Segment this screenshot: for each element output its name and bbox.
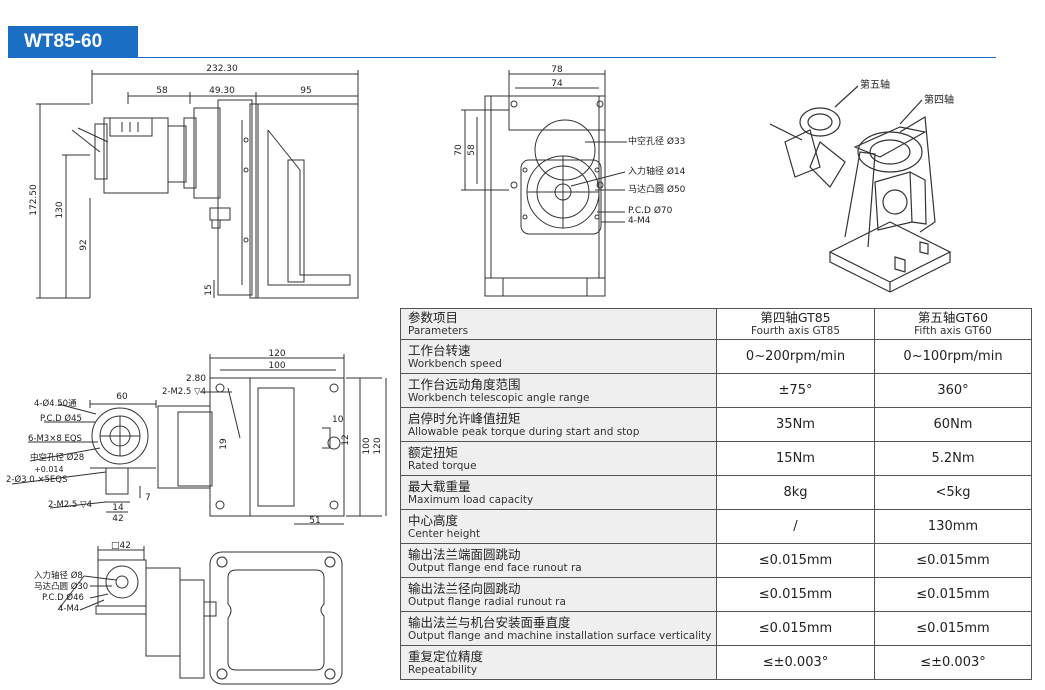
dim-height-100: 100 <box>362 437 372 454</box>
label-m3-eqs: 6-M3×8 EQS <box>28 434 82 444</box>
dim-7: 7 <box>145 493 151 503</box>
dim-10: 10 <box>332 415 344 425</box>
label-4m4: 4-M4 <box>628 216 651 226</box>
value-fourth-axis: ±75° <box>716 373 875 408</box>
value-fifth-axis: 60Nm <box>874 407 1032 442</box>
isometric-drawing: 第五轴 第四轴 <box>769 78 954 293</box>
label-pcd-46: P.C.D Ø46 <box>42 592 84 603</box>
dim-height-70: 70 <box>454 144 464 156</box>
dim-height-130: 130 <box>55 201 65 218</box>
value-fourth-axis: 35Nm <box>716 407 875 442</box>
dim-height-total: 172.50 <box>29 184 39 216</box>
dim-height-15: 15 <box>204 284 214 295</box>
dim-60: 60 <box>116 392 128 402</box>
spec-header-row: 参数项目 Parameters 第四轴GT85 Fourth axis GT85… <box>400 308 1032 340</box>
dim-width-120: 120 <box>268 349 285 359</box>
header-fifth-axis: 第五轴GT60 Fifth axis GT60 <box>874 308 1032 340</box>
dim-height-58: 58 <box>467 144 477 156</box>
model-title: WT85-60 <box>8 26 138 58</box>
label-hollow-33: 中空孔径 Ø33 <box>628 135 685 147</box>
dim-b: 49.30 <box>209 86 235 96</box>
value-fifth-axis: 0~100rpm/min <box>874 339 1032 374</box>
dim-height-120: 120 <box>373 437 383 454</box>
title-underline <box>8 57 996 58</box>
value-fifth-axis: ≤0.015mm <box>874 577 1032 612</box>
dim-51: 51 <box>309 516 320 526</box>
dim-19: 19 <box>219 438 229 450</box>
spec-table: 参数项目 Parameters 第四轴GT85 Fourth axis GT85… <box>400 308 1032 680</box>
label-holes-450: 4-Ø4.50通 <box>34 398 77 409</box>
header-parameters: 参数项目 Parameters <box>400 308 717 340</box>
label-motor-50: 马达凸圆 Ø50 <box>628 183 686 195</box>
label-pcd-70: P.C.D Ø70 <box>628 205 673 216</box>
value-fifth-axis: ≤0.015mm <box>874 543 1032 578</box>
dim-width-78: 78 <box>551 65 563 75</box>
value-fourth-axis: ≤0.015mm <box>716 577 875 612</box>
label-hollow-28: 中空孔径 Ø28 <box>30 452 84 463</box>
label-2-phi3: 2-Ø3 0 ×5EQS <box>6 474 67 485</box>
flange-view-drawing: 120 100 2.80 2-M2.5 ▽4 10 12 19 100 120 … <box>6 349 387 526</box>
dim-width-100: 100 <box>268 361 285 371</box>
value-fourth-axis: / <box>716 509 875 544</box>
label-m25-top: 2-M2.5 ▽4 <box>162 387 206 397</box>
front-view-drawing: 78 74 70 58 中空孔径 Ø33 入力轴径 Ø14 马达凸圆 Ø50 P… <box>454 65 686 297</box>
label-fifth-axis: 第五轴 <box>860 78 890 91</box>
dim-2-80: 2.80 <box>186 374 206 384</box>
dim-42: 42 <box>112 514 123 524</box>
value-fifth-axis: ≤0.015mm <box>874 611 1032 646</box>
value-fourth-axis: 0~200rpm/min <box>716 339 875 374</box>
dim-a: 58 <box>156 86 168 96</box>
dim-height-92: 92 <box>79 239 89 250</box>
bottom-view-drawing: □42 入力轴径 Ø8 马达凸圆 Ø30 P.C.D Ø46 4-M4 <box>34 541 343 685</box>
dim-square-42: □42 <box>111 541 131 551</box>
value-fourth-axis: ≤0.015mm <box>716 611 875 646</box>
label-m25-bottom: 2-M2.5 ▽4 <box>48 500 92 510</box>
value-fifth-axis: 5.2Nm <box>874 441 1032 476</box>
label-input-14: 入力轴径 Ø14 <box>628 165 686 177</box>
dim-14: 14 <box>112 503 124 513</box>
value-fifth-axis: 360° <box>874 373 1032 408</box>
dim-c: 95 <box>300 86 311 96</box>
dim-12: 12 <box>341 434 351 445</box>
value-fourth-axis: ≤±0.003° <box>716 645 875 680</box>
header-fourth-axis: 第四轴GT85 Fourth axis GT85 <box>716 308 875 340</box>
value-fourth-axis: 15Nm <box>716 441 875 476</box>
dim-total-length: 232.30 <box>206 64 238 74</box>
label-tolerance: +0.014 <box>34 465 64 474</box>
label-motor-30: 马达凸圆 Ø30 <box>34 581 88 592</box>
value-fourth-axis: ≤0.015mm <box>716 543 875 578</box>
value-fourth-axis: 8kg <box>716 475 875 510</box>
label-4m4-bottom: 4-M4 <box>58 604 79 614</box>
side-view-drawing: 232.30 58 49.30 95 172.50 130 92 15 <box>29 64 359 299</box>
label-fourth-axis: 第四轴 <box>924 93 954 106</box>
dim-width-74: 74 <box>551 79 563 89</box>
label-input-8: 入力轴径 Ø8 <box>34 570 83 581</box>
value-fifth-axis: <5kg <box>874 475 1032 510</box>
value-fifth-axis: 130mm <box>874 509 1032 544</box>
label-pcd-45: P.C.D Ø45 <box>40 413 82 424</box>
value-fifth-axis: ≤±0.003° <box>874 645 1032 680</box>
